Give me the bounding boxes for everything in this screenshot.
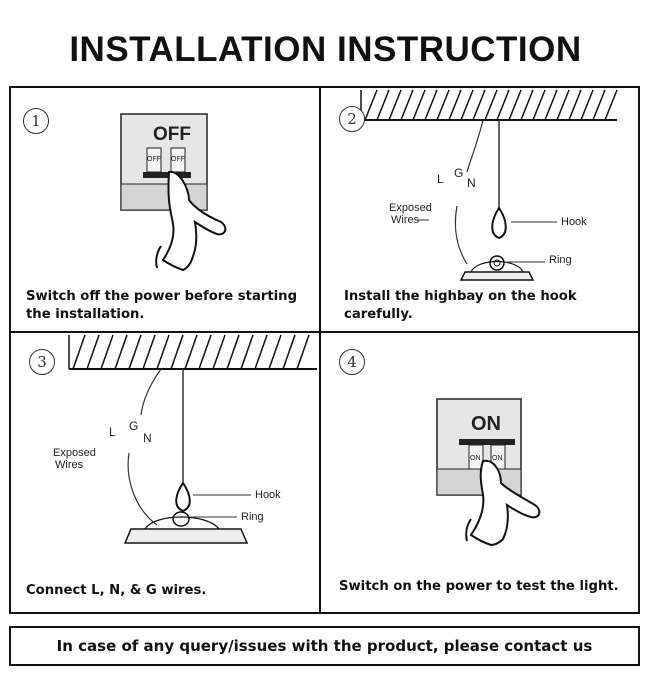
wire-label-g: G (454, 166, 464, 180)
exposed-wires-label-line1: Exposed (389, 202, 432, 214)
hook-label: Hook (255, 489, 281, 501)
hatch-line (400, 89, 414, 121)
hatch-line (226, 334, 240, 370)
step-1-panel: 1 OFF OFF OFF Switch off the power befor… (11, 88, 319, 331)
hatch-line (364, 89, 378, 121)
hatch-line (212, 334, 226, 370)
switch-on-illustration (435, 398, 541, 547)
wire-label-g: G (129, 419, 139, 433)
hatch-line (184, 334, 198, 370)
hatch-line (592, 89, 606, 121)
hatch-line (142, 334, 156, 370)
toggle-off-label-right: OFF (171, 156, 185, 163)
switch-off-label: OFF (153, 124, 191, 145)
hatch-line (254, 334, 268, 370)
hatch-line (240, 334, 254, 370)
hatch-line (268, 334, 282, 370)
hatch-line (282, 334, 296, 370)
step-4-panel: 4 ON ON ON Switch on the power to test t… (321, 333, 638, 612)
hatch-line (128, 334, 142, 370)
hatch-line (412, 89, 426, 121)
grid-divider-horizontal (9, 331, 640, 333)
ceiling-hatch (68, 334, 317, 370)
hatch-line (296, 334, 310, 370)
hatch-line (114, 334, 128, 370)
hook-label: Hook (561, 216, 587, 228)
hatch-line (72, 334, 86, 370)
step-2-caption-line1: Install the highbay on the hook (344, 289, 577, 304)
hatch-line (198, 334, 212, 370)
ring-label: Ring (241, 511, 264, 523)
hatch-line (448, 89, 462, 121)
hatch-line (156, 334, 170, 370)
exposed-wires-label-line2: Wires (391, 214, 420, 226)
wire-label-n: N (143, 431, 152, 445)
toggle-off-label-left: OFF (147, 156, 161, 163)
wire-label-l: L (437, 172, 444, 186)
ceiling-hatch (360, 89, 618, 121)
wire-label-n: N (467, 176, 476, 190)
page-title: INSTALLATION INSTRUCTION (69, 30, 582, 69)
grid-divider-vertical (319, 86, 321, 614)
wire-connect-illustration (123, 368, 251, 544)
contact-footer: In case of any query/issues with the pro… (9, 626, 640, 666)
step-3-number: 3 (29, 349, 55, 375)
hatch-line (436, 89, 450, 121)
hatch-line (532, 89, 546, 121)
hatch-line (460, 89, 474, 121)
step-2-number: 2 (339, 106, 365, 132)
toggle-on-label-right: ON (492, 455, 503, 462)
hatch-line (568, 89, 582, 121)
switch-on-label: ON (471, 413, 501, 435)
step-3-caption: Connect L, N, & G wires. (26, 583, 207, 598)
wire-label-l: L (109, 425, 116, 439)
hook-install-illustration (417, 119, 557, 281)
step-1-caption-line2: the installation. (26, 307, 145, 322)
hatch-line (86, 334, 100, 370)
hatch-line (520, 89, 534, 121)
switch-off-illustration (119, 113, 227, 272)
exposed-wires-label-line1: Exposed (53, 447, 96, 459)
hatch-line (376, 89, 390, 121)
exposed-wires-label-line2: Wires (55, 459, 84, 471)
hatch-line (580, 89, 594, 121)
step-2-caption-line2: carefully. (344, 307, 413, 322)
toggle-on-label-left: ON (470, 455, 481, 462)
hatch-line (556, 89, 570, 121)
step-3-panel: 3 L G N Exposed Wires Hook Ring Connect … (11, 333, 319, 612)
step-1-number: 1 (23, 108, 49, 134)
ring-label: Ring (549, 254, 572, 266)
instruction-grid (9, 86, 640, 614)
step-1-caption-line1: Switch off the power before starting (26, 289, 298, 304)
step-2-panel: 2 L G N Exposed Wires Hook Ring Install … (321, 88, 638, 331)
hatch-line (170, 334, 184, 370)
hatch-line (496, 89, 510, 121)
step-4-caption: Switch on the power to test the light. (339, 579, 619, 594)
hatch-line (100, 334, 114, 370)
hatch-line (472, 89, 486, 121)
hatch-line (484, 89, 498, 121)
hatch-line (604, 89, 618, 121)
hatch-line (424, 89, 438, 121)
hatch-line (544, 89, 558, 121)
hatch-line (508, 89, 522, 121)
step-4-number: 4 (339, 349, 365, 375)
hatch-line (388, 89, 402, 121)
